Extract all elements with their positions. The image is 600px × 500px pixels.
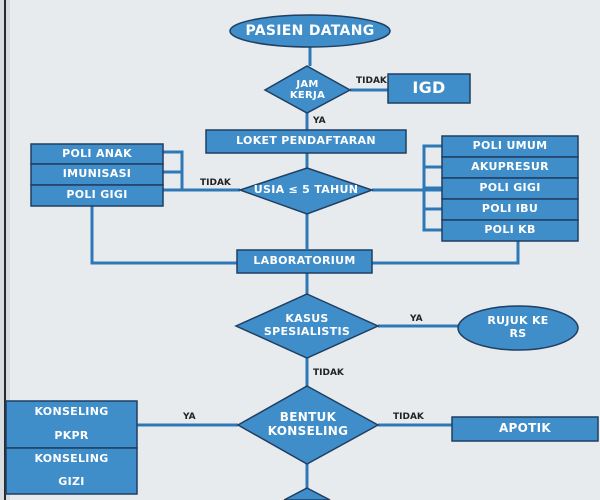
laboratorium-label: LABORATORIUM [253,254,356,268]
kasus-line-1: KASUS [285,312,329,326]
edge-label-bentuk-ya: YA [183,412,196,422]
left-poli-label-0: POLI ANAK [62,146,132,160]
next-decision-partial [283,487,331,500]
connector-left-lab [90,206,237,265]
connector-right-lab [372,241,520,265]
edge-label-kasus-tidak: TIDAK [313,368,344,378]
bentuk-label: BENTUK KONSELING [238,404,378,446]
connector-left-bracket [163,150,184,190]
shapes [5,14,599,500]
bentuk-line-1: BENTUK [279,410,337,425]
laboratorium-box [236,249,373,274]
connector-right-bracket [422,144,442,232]
jam-kerja-line-2: KERJA [289,90,326,101]
start-label: PASIEN DATANG [245,22,375,39]
jam-kerja-decision [263,65,352,114]
igd-label: IGD [412,78,446,98]
jam-kerja-line-1: JAM [296,78,319,90]
edge-label-kasus-ya: YA [410,314,423,324]
konseling-gizi-box [5,447,138,495]
left-poli-2 [30,184,164,207]
usia-decision [237,167,375,215]
usia-label: USIA ≤ 5 TAHUN [253,182,359,196]
bentuk-decision [236,385,380,465]
right-poli-label-2: POLI GIGI [479,181,541,195]
start-terminal [229,14,391,48]
igd-box [387,73,471,104]
apotik-label: APOTIK [498,421,552,436]
rujuk-line-2: RS [509,327,527,340]
edge-label-jam-tidak: TIDAK [356,76,387,86]
apotik-box [451,416,599,442]
konseling-gizi-line-1: KONSELING [34,452,109,466]
bentuk-line-2: KONSELING [267,424,349,438]
rujuk-label: RUJUK KE RS [458,308,578,348]
loket-label: LOKET PENDAFTARAN [236,134,376,148]
konseling-pkpr-line-1: KONSELING [34,405,109,419]
right-poli-label-3: POLI IBU [481,202,539,216]
right-poli-label-1: AKUPRESUR [471,160,549,174]
connectors [90,46,520,490]
edge-label-usia-tidak: TIDAK [200,178,231,188]
edge-label-bentuk-tidak: TIDAK [393,412,424,422]
right-poli-4 [441,219,579,242]
kasus-decision [234,293,380,359]
frame-edge [4,0,6,500]
right-poli-label-4: POLI KB [484,223,536,237]
kasus-label: KASUS SPESIALISTIS [236,306,378,346]
rujuk-terminal [457,305,579,351]
konseling-gizi-line-2: GIZI [58,475,85,489]
konseling-gizi-label: KONSELING GIZI [6,448,137,494]
kasus-line-2: SPESIALISTIS [263,325,351,338]
right-poli-label-0: POLI UMUM [472,139,548,153]
konseling-pkpr-box [5,400,138,449]
konseling-pkpr-label: KONSELING PKPR [6,401,137,448]
loket-box [205,129,407,154]
jam-kerja-label: JAM KERJA [265,70,350,110]
edge-label-jam-ya: YA [313,116,326,126]
left-poli-label-1: IMUNISASI [62,167,132,181]
left-poli-label-2: POLI GIGI [66,188,128,202]
rujuk-line-1: RUJUK KE [487,314,549,328]
konseling-pkpr-line-2: PKPR [54,428,89,442]
